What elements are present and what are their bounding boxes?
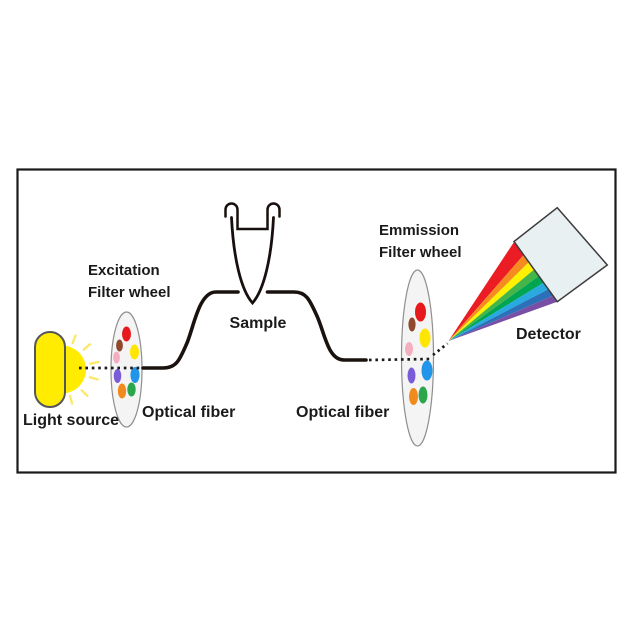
rainbow-band-blue — [448, 289, 553, 341]
filter-dot-yellow — [130, 344, 139, 360]
filter-dot-blue — [130, 367, 140, 383]
detector-label: Detector — [516, 326, 581, 343]
spectrum-rainbow-beam — [448, 242, 558, 341]
filter-dot-orange — [117, 383, 127, 399]
emission-beam-dotted-line — [368, 357, 432, 362]
rainbow-band-green — [448, 269, 539, 341]
excitation-label-line2: Filter wheel — [88, 283, 171, 301]
probe-holder-hooks — [224, 202, 281, 231]
filter-dot-blue — [421, 360, 433, 381]
excitation-filter-wheel-label: Excitation Filter wheel — [88, 260, 171, 303]
rainbow-band-violet — [448, 295, 558, 341]
light-glow-rays-icon — [68, 334, 100, 405]
filter-dot-pink — [405, 342, 413, 356]
detector-sensor — [512, 206, 609, 303]
rainbow-band-red — [448, 242, 524, 341]
filter-dot-brown — [116, 339, 123, 352]
light-source-label: Light source — [23, 412, 120, 429]
optical-fiber-left-label: Optical fiber — [142, 404, 236, 421]
rainbow-band-yellow — [448, 262, 534, 341]
filter-dot-green — [418, 386, 428, 404]
emission-filter-wheel — [400, 269, 435, 447]
emission-beam-dotted-line-angled — [432, 342, 449, 357]
light-glow-icon — [62, 345, 86, 394]
sample-label: Sample — [229, 315, 287, 332]
filter-dot-pink — [113, 351, 120, 364]
emission-label-line2: Filter wheel — [379, 243, 462, 261]
probe-tip-outline — [230, 216, 275, 306]
filter-dot-red — [122, 326, 131, 342]
emission-label-line1: Emmission — [379, 222, 460, 239]
filter-dot-purple — [113, 369, 122, 383]
diagram-border — [16, 168, 617, 474]
excitation-label-line1: Excitation — [88, 262, 160, 279]
rainbow-band-lightblue — [448, 282, 549, 341]
sample-probe — [224, 202, 281, 306]
filter-dot-brown — [408, 317, 416, 332]
filter-dot-green — [127, 382, 136, 397]
optical-fiber-left-line — [141, 290, 240, 370]
light-source-lamp — [34, 331, 66, 408]
optical-fiber-right-line — [265, 290, 368, 362]
emission-filter-wheel-label: Emmission Filter wheel — [379, 220, 462, 263]
filter-dot-red — [415, 302, 426, 322]
optical-fiber-right-label: Optical fiber — [296, 404, 390, 421]
excitation-filter-wheel — [110, 311, 143, 428]
filter-dot-purple — [407, 367, 416, 384]
rainbow-band-orange — [448, 255, 529, 341]
rainbow-band-darkgreen — [448, 276, 544, 341]
filter-dot-orange — [409, 388, 418, 405]
filter-dot-yellow — [419, 328, 431, 348]
